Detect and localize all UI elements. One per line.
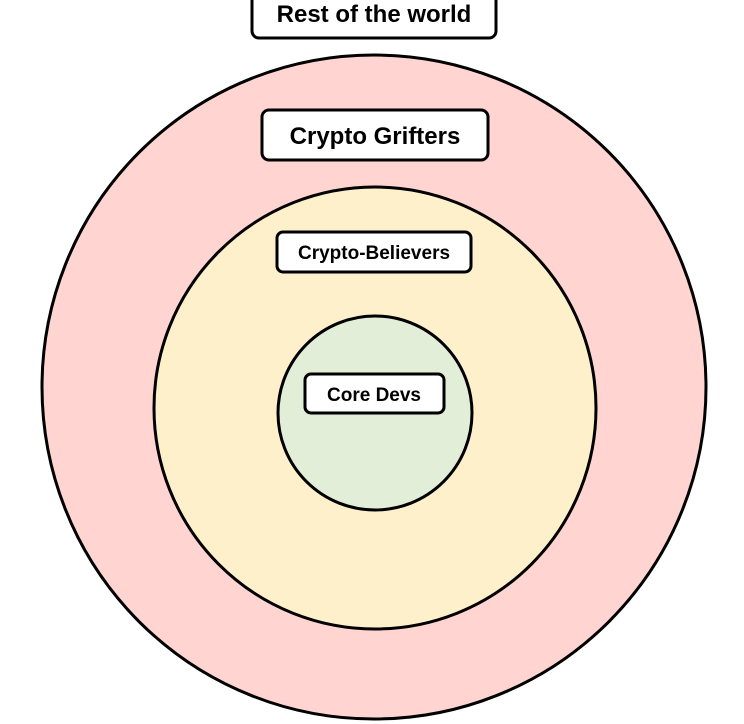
believers-label-text: Crypto-Believers <box>298 243 450 264</box>
rest-of-world-label: Rest of the world <box>250 0 498 40</box>
core-devs-label-text: Core Devs <box>327 385 421 406</box>
believers-label-box <box>275 230 473 274</box>
rest-of-world-label-text: Rest of the world <box>277 1 472 28</box>
rest-of-world-label-box <box>250 0 498 40</box>
grifters-label-box <box>260 108 490 162</box>
grifters-label-text: Crypto Grifters <box>290 123 461 150</box>
believers-label: Crypto-Believers <box>275 230 473 274</box>
core-devs-label: Core Devs <box>303 372 446 415</box>
core-devs-label-box <box>303 372 446 415</box>
grifters-label: Crypto Grifters <box>260 108 490 162</box>
